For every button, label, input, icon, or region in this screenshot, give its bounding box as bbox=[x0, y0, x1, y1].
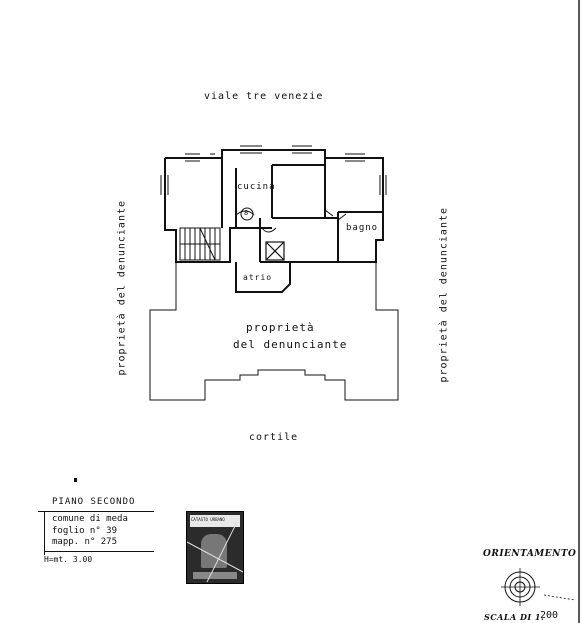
building-walls bbox=[164, 149, 384, 293]
info-box-bottom-rule bbox=[44, 551, 154, 552]
foglio-label: foglio n° 39 bbox=[52, 526, 118, 536]
property-center-line2: del denunciante bbox=[233, 338, 348, 351]
ink-dot bbox=[74, 478, 77, 482]
property-center-line1: proprietà bbox=[246, 321, 315, 334]
info-box-frame bbox=[38, 497, 154, 512]
property-right-label: proprietà del denunciante bbox=[438, 206, 450, 383]
elevator-shaft bbox=[265, 241, 285, 261]
stamp-text: CATASTO URBANO bbox=[191, 517, 225, 522]
stamp-footer bbox=[193, 572, 237, 579]
comune-label: comune di meda bbox=[52, 514, 128, 524]
door-marks bbox=[235, 209, 347, 233]
courtyard-label: cortile bbox=[249, 432, 299, 443]
bathroom-label: bagno bbox=[346, 223, 379, 233]
staircase bbox=[179, 227, 221, 261]
street-label: viale tre venezie bbox=[204, 91, 324, 102]
property-boundary bbox=[149, 262, 399, 401]
floor-label: PIANO SECONDO bbox=[52, 497, 136, 507]
kitchen-label: cucina bbox=[237, 182, 276, 192]
info-box-left-rule bbox=[44, 511, 45, 555]
scale-value: 200 bbox=[540, 610, 559, 621]
info-box: PIANO SECONDO comune di meda foglio n° 3… bbox=[38, 497, 154, 567]
unit-number-circle bbox=[240, 207, 254, 221]
stamp-header bbox=[190, 515, 240, 527]
height-label: H=mt. 3.00 bbox=[44, 555, 93, 564]
window-marks bbox=[160, 145, 387, 195]
tax-stamp: CATASTO URBANO bbox=[186, 511, 244, 584]
stamp-cancel-marks bbox=[187, 521, 243, 583]
atrium-label: atrio bbox=[243, 273, 273, 282]
scale-label: SCALA DI 1. bbox=[484, 612, 545, 622]
mappale-label: mapp. n° 275 bbox=[52, 537, 118, 547]
property-left-label: proprietà del denunciante bbox=[116, 199, 128, 376]
orientation-title: ORIENTAMENTO bbox=[483, 549, 577, 559]
unit-number: 8 bbox=[244, 209, 249, 217]
